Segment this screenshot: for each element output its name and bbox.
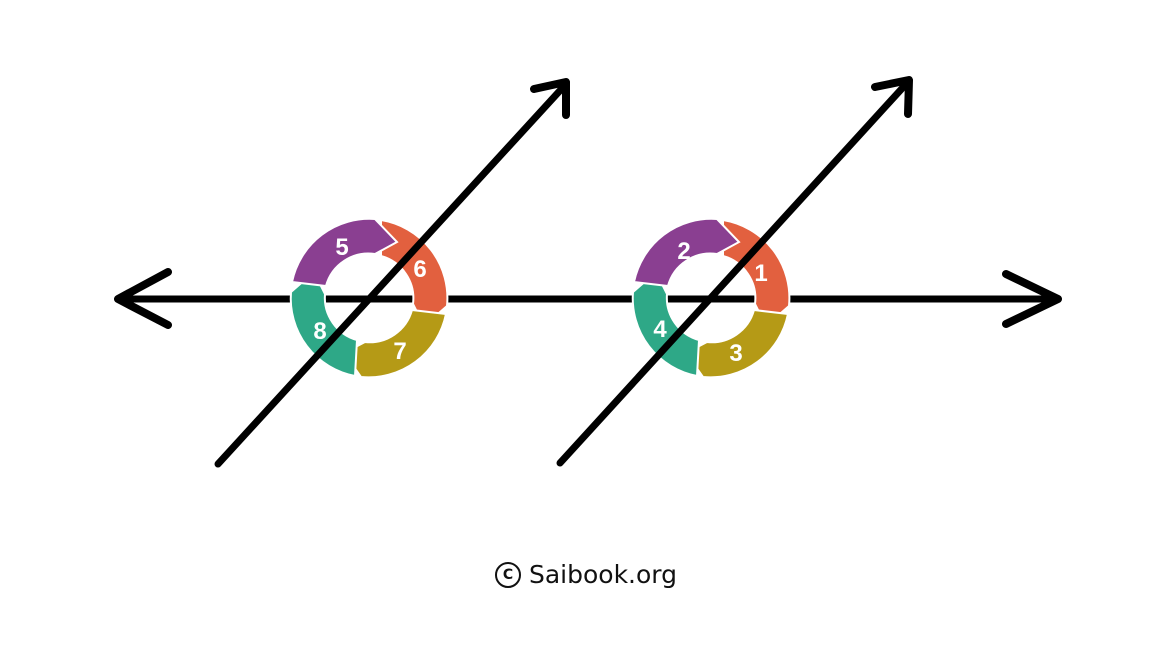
right-arrowhead-icon (1002, 270, 1062, 328)
angle-label-5: 5 (335, 234, 348, 261)
credit-text: Saibook.org (528, 560, 678, 589)
angle-label-2: 2 (677, 238, 690, 265)
diagonal-line-left (214, 80, 570, 468)
angle-label-6: 6 (413, 256, 426, 283)
angle-wheel-right: 2 1 3 4 (631, 217, 791, 379)
angle-sector-7 (342, 308, 448, 379)
diagonal-left-arrowhead-icon (530, 78, 570, 119)
angle-sector-3 (684, 308, 790, 379)
copyright-icon: C (494, 561, 521, 588)
angle-label-7: 7 (393, 338, 406, 365)
angle-label-8: 8 (313, 318, 326, 345)
angle-label-4: 4 (653, 316, 667, 343)
angle-sector-5 (290, 217, 399, 288)
copyright-credit: C Saibook.org (0, 560, 1172, 589)
angle-label-3: 3 (729, 340, 742, 367)
diagonal-line-right (556, 79, 911, 467)
angle-label-1: 1 (754, 260, 767, 287)
diagonal-right-arrowhead-icon (871, 76, 913, 118)
angle-sector-2 (632, 217, 741, 288)
left-arrowhead-icon (114, 268, 172, 329)
angle-wheel-left: 5 6 7 8 (289, 217, 449, 379)
